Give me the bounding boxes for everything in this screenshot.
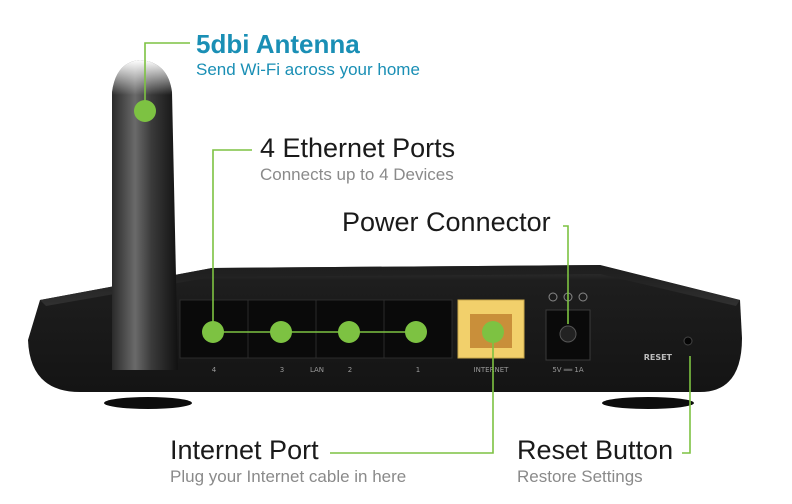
reset-callout: Reset Button Restore Settings [517,435,674,488]
internet-port-marker [482,321,504,343]
internet-callout-subtitle: Plug your Internet cable in here [170,466,407,486]
internet-callout-title: Internet Port [170,435,319,465]
internet-leader [330,332,494,454]
power-leader [563,225,569,324]
lan-port-4-number: 4 [212,366,217,374]
ethernet-callout-subtitle: Connects up to 4 Devices [260,164,454,184]
callout-leader-lines [144,42,691,454]
power-callout-title: Power Connector [342,207,551,237]
internet-port-label: INTERNET [474,366,510,374]
lan-port-3-number: 3 [280,366,284,374]
lan-port-4-marker [202,321,224,343]
internet-callout: Internet Port Plug your Internet cable i… [170,435,407,488]
reset-callout-title: Reset Button [517,435,674,465]
lan-port-1-number: 1 [416,366,420,374]
router-foot-left [104,397,192,409]
antenna-leader [144,42,190,111]
reset-label: RESET [644,353,673,362]
ethernet-callout-title: 4 Ethernet Ports [260,133,456,163]
lan-port-2-number: 2 [348,366,352,374]
power-jack-hole [559,325,577,343]
ethernet-callout: 4 Ethernet Ports Connects up to 4 Device… [260,133,456,186]
antenna-marker [134,100,156,122]
callout-markers [134,100,504,343]
lan-label: LAN [310,366,324,374]
reset-leader [682,356,691,454]
reset-button [683,336,693,346]
router-foot-right [602,397,694,409]
lan-port-1-marker [405,321,427,343]
router-top-edge [40,265,740,306]
reset-callout-subtitle: Restore Settings [517,466,643,486]
lan-port-3-marker [270,321,292,343]
antenna-callout: 5dbi Antenna Send Wi-Fi across your home [196,30,420,81]
power-rating-label: 5V ══ 1A [552,366,584,374]
ethernet-leader [212,149,252,332]
power-callout: Power Connector [342,207,551,238]
antenna-callout-subtitle: Send Wi-Fi across your home [196,59,420,79]
antenna-callout-title: 5dbi Antenna [196,29,360,59]
lan-port-2-marker [338,321,360,343]
